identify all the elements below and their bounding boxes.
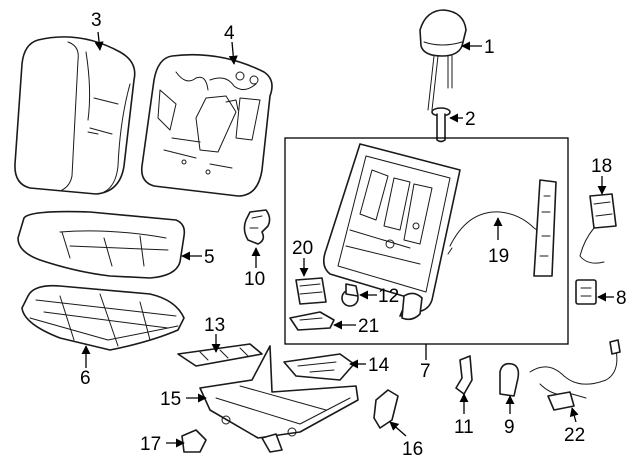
seat-rail-bracket — [177, 343, 263, 367]
callout-1: 1 — [484, 37, 495, 58]
leader-22 — [569, 407, 579, 423]
callout-21: 21 — [358, 316, 379, 337]
callout-10: 10 — [244, 269, 265, 290]
switch-harness — [579, 193, 617, 264]
headrest-guide — [431, 107, 451, 143]
callout-8: 8 — [616, 288, 627, 309]
callout-14: 14 — [368, 355, 390, 376]
callout-11: 11 — [454, 417, 474, 438]
callout-22: 22 — [564, 425, 585, 446]
callout-12: 12 — [378, 286, 399, 307]
callout-16: 16 — [402, 439, 423, 460]
wiring-harness — [529, 339, 621, 411]
seat-back-cushion — [14, 36, 136, 195]
callout-19: 19 — [488, 246, 509, 267]
callout-18: 18 — [591, 156, 612, 177]
seat-back-panel — [140, 53, 273, 197]
mounting-plate — [289, 311, 335, 331]
control-switch — [575, 279, 597, 305]
callout-15: 15 — [160, 389, 181, 410]
recliner-motor — [341, 283, 359, 307]
seat-back-frame — [322, 143, 461, 321]
hinge-bracket — [243, 209, 271, 245]
cover-cap — [499, 362, 520, 397]
headrest — [419, 9, 467, 111]
release-cable — [447, 211, 547, 255]
adjuster-plate — [283, 353, 355, 381]
trim-cover — [373, 389, 399, 429]
seat-track-frame — [199, 345, 359, 453]
trim-clip — [455, 355, 473, 395]
callout-7: 7 — [420, 361, 431, 382]
leader-3 — [94, 31, 104, 51]
callout-13: 13 — [204, 315, 225, 336]
callout-3: 3 — [91, 10, 102, 31]
leader-16 — [389, 421, 407, 437]
end-cap — [181, 429, 207, 453]
callout-5: 5 — [204, 247, 215, 268]
callout-6: 6 — [80, 368, 91, 389]
callout-4: 4 — [224, 23, 235, 44]
callout-9: 9 — [504, 417, 515, 438]
seat-cushion-frame — [21, 284, 185, 351]
control-module — [295, 277, 327, 305]
seat-cushion — [17, 210, 186, 279]
callout-17: 17 — [140, 434, 161, 455]
leader-4 — [228, 41, 238, 65]
callout-20: 20 — [292, 238, 313, 259]
callout-labels: 3 4 1 2 5 10 6 20 12 21 19 18 8 7 13 14 … — [80, 10, 627, 460]
callout-2: 2 — [465, 109, 476, 130]
leader-lines — [81, 31, 614, 448]
latch-mechanism — [533, 179, 557, 277]
